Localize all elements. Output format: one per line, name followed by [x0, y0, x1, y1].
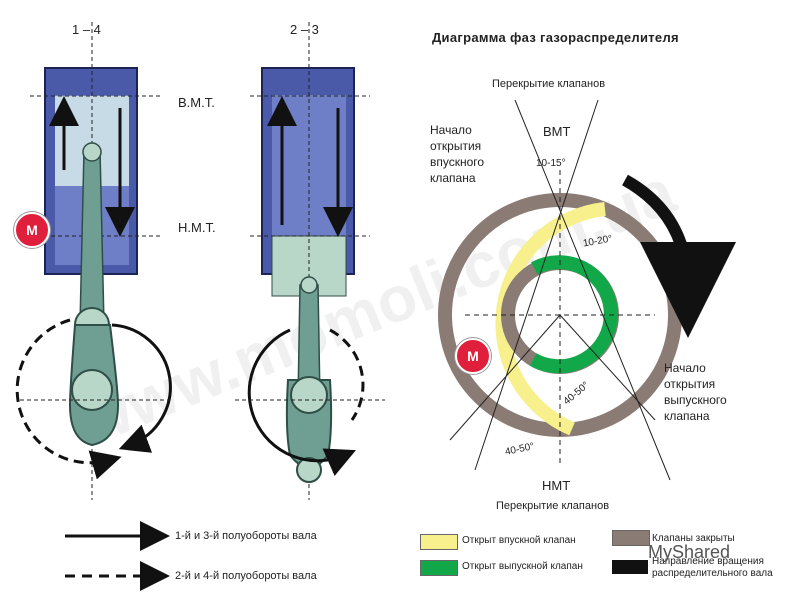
intake-swatch: [420, 534, 458, 550]
exhaust-legend-label: Открыт выпускной клапан: [462, 561, 583, 572]
legend-dashed-label: 2-й и 4-й полуобороты вала: [175, 570, 317, 582]
intake-start-label: Начало открытия впускного клапана: [430, 122, 484, 186]
closed-swatch: [612, 530, 650, 546]
logo-icon: M: [455, 338, 491, 374]
rotation-arrow: [622, 174, 736, 338]
rotation-swatch: [612, 560, 648, 574]
vmt-label: ВМТ: [543, 124, 571, 139]
cylinder-1: [15, 22, 172, 500]
valve-timing-diagram: [438, 99, 736, 481]
intake-start-line: Начало: [430, 123, 472, 137]
exhaust-start-line: Начало: [664, 361, 706, 375]
exhaust-start-line: открытия: [664, 377, 716, 391]
diagram-title: Диаграмма фаз газораспределителя: [432, 30, 679, 45]
nmt-label: НМТ: [542, 478, 571, 493]
angle-label: 10-15°: [536, 158, 566, 169]
exhaust-start-label: Начало открытия выпускного клапана: [664, 360, 727, 424]
rotation-legend-label: Направление вращения распределительного …: [652, 556, 773, 580]
intake-start-line: впускного: [430, 155, 485, 169]
intake-start-line: открытия: [430, 139, 482, 153]
intake-legend-label: Открыт впускной клапан: [462, 535, 576, 546]
overlap-top-label: Перекрытие клапанов: [492, 78, 606, 90]
exhaust-swatch: [420, 560, 458, 576]
col2-label: 2 – 3: [290, 22, 319, 37]
rotation-line: Направление вращения: [652, 556, 764, 567]
exhaust-start-line: выпускного: [664, 393, 727, 407]
bdc-label: Н.М.Т.: [178, 220, 216, 235]
tdc-label: В.М.Т.: [178, 95, 215, 110]
cylinder-2: [235, 22, 385, 500]
intake-start-line: клапана: [430, 171, 476, 185]
piston-diagrams: [15, 22, 385, 591]
legend-solid-label: 1-й и 3-й полуобороты вала: [175, 530, 317, 542]
logo-icon: M: [14, 212, 50, 248]
overlap-bottom-label: Перекрытие клапанов: [496, 500, 610, 512]
closed-legend-label: Клапаны закрыты: [652, 533, 735, 544]
exhaust-start-line: клапана: [664, 409, 710, 423]
col1-label: 1 – 4: [72, 22, 101, 37]
myshared-badge: MyShared: [648, 542, 731, 562]
rotation-line: распределительного вала: [652, 568, 773, 579]
